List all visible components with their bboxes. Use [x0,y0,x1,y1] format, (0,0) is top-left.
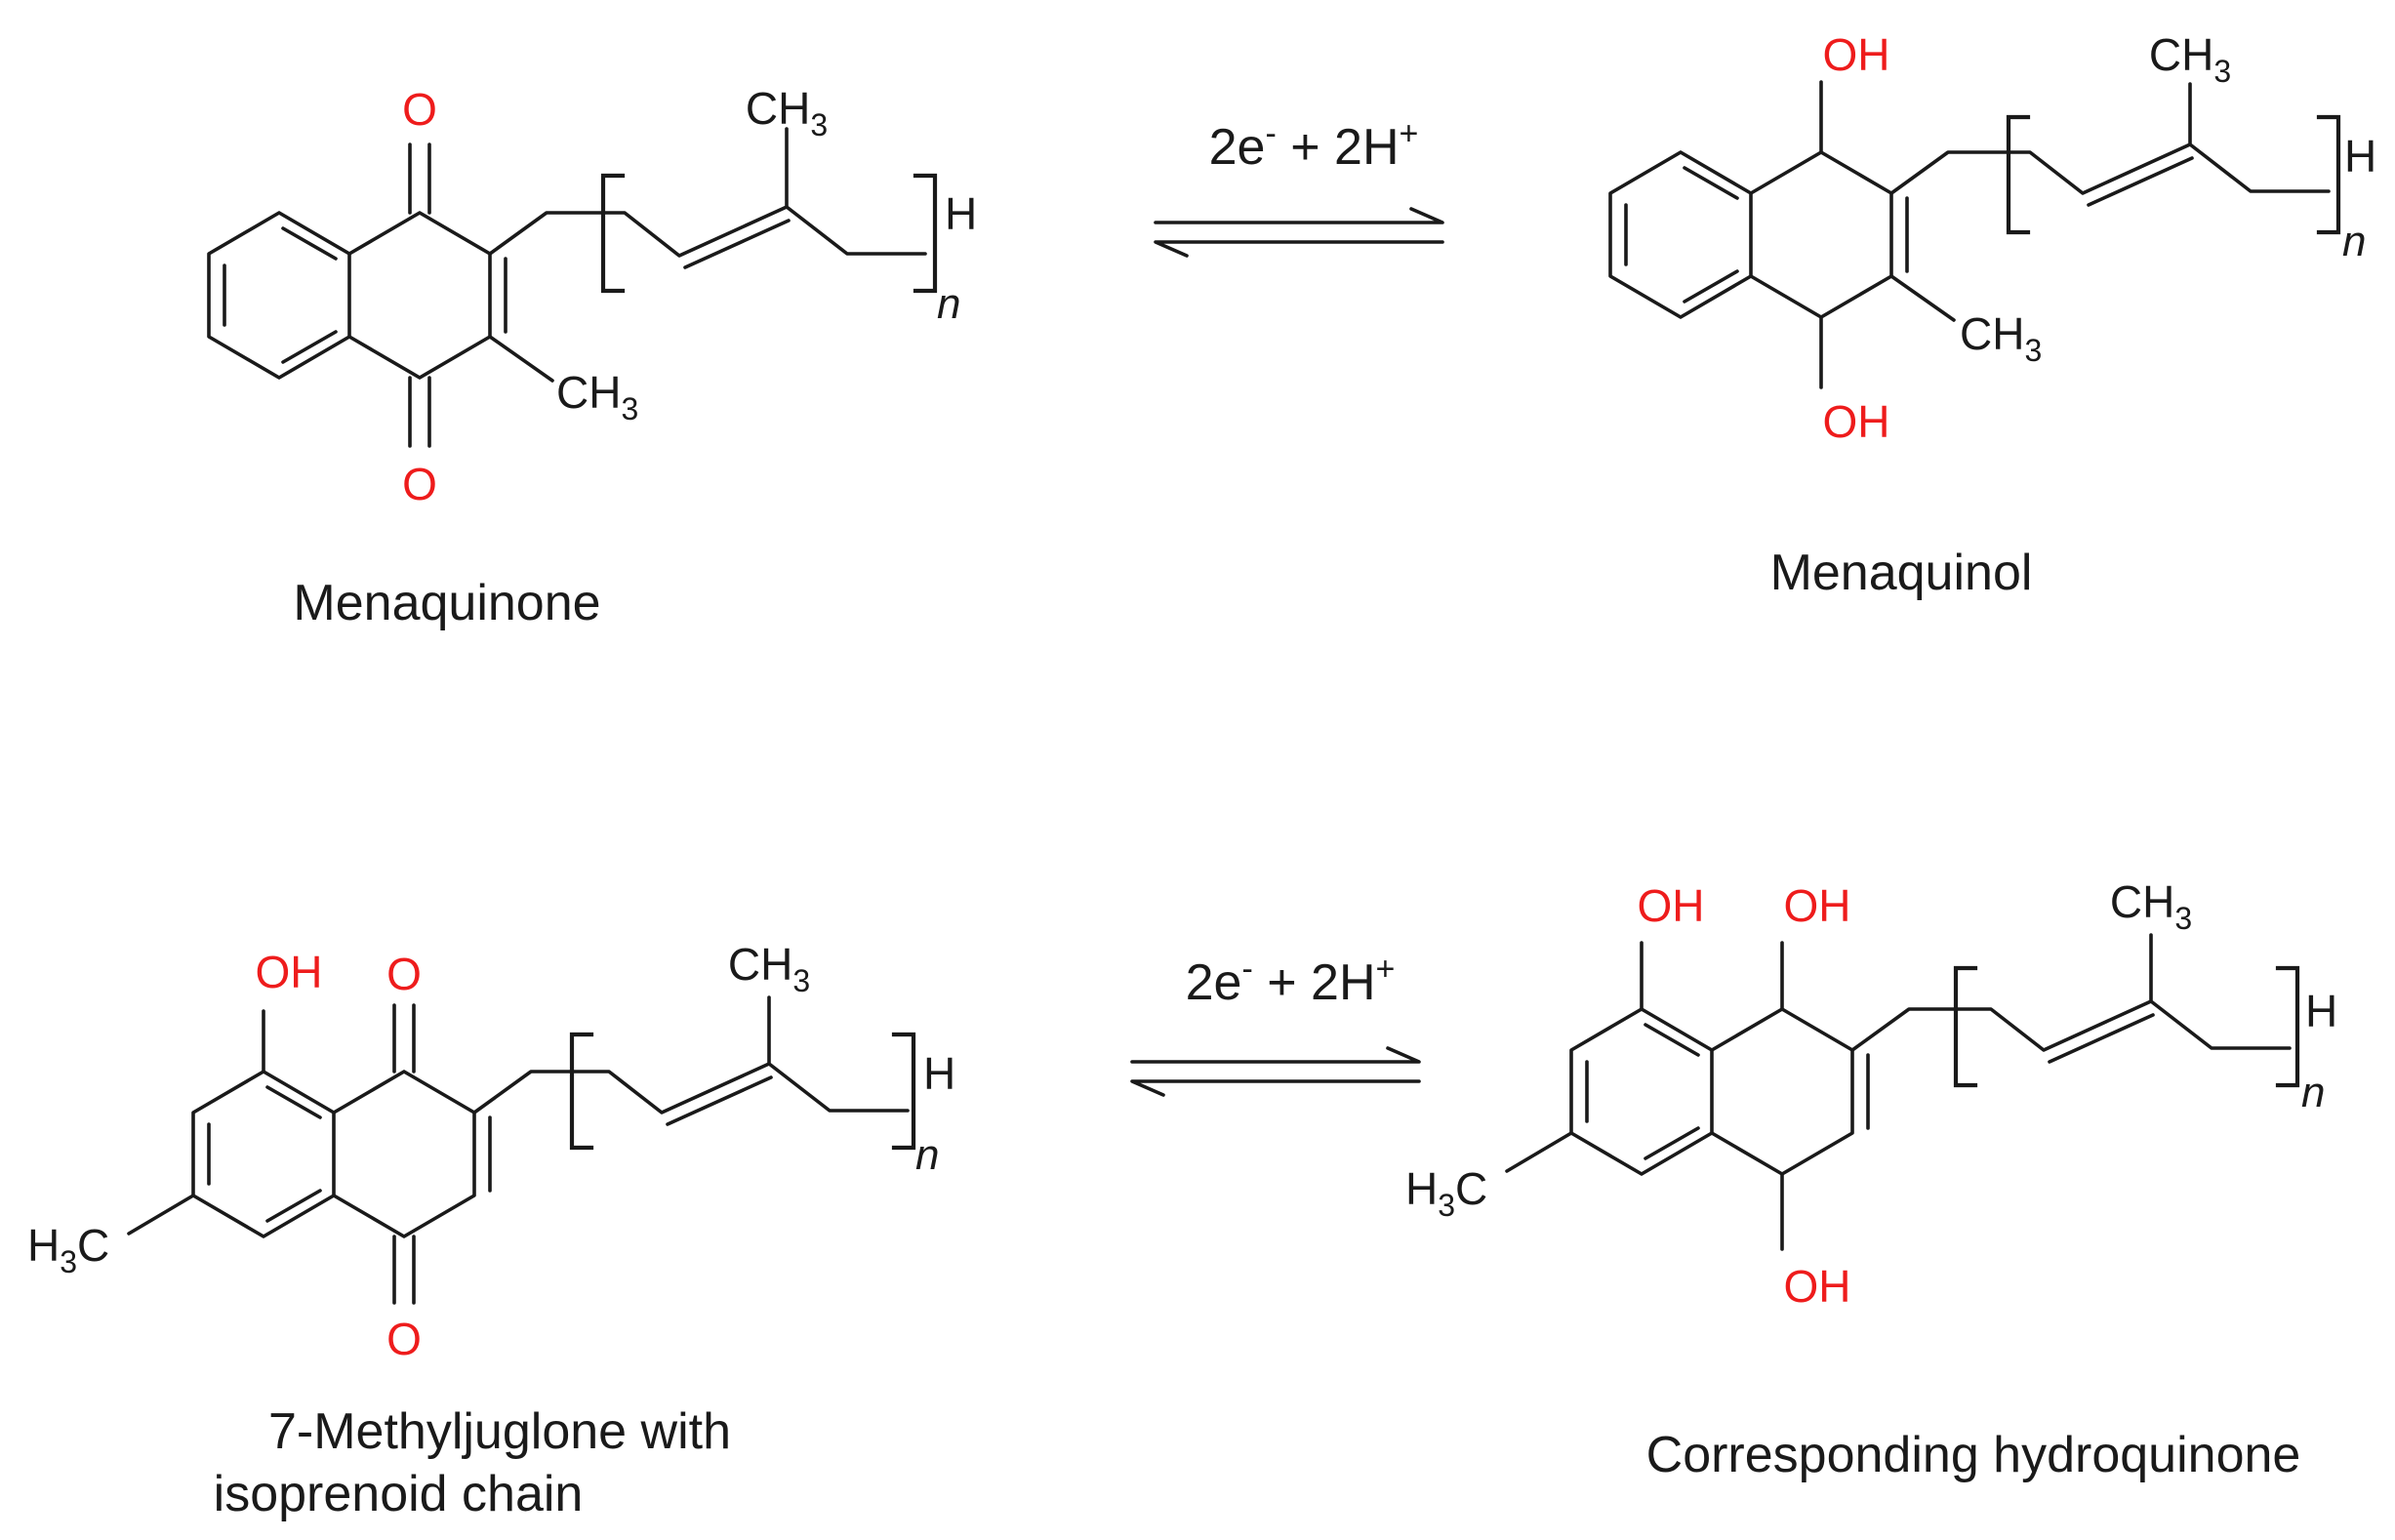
menaquinone-terminal-h: H [945,188,977,239]
hydroquinone-bracket-left [1953,965,1978,1088]
reaction-1-forward-arrow [1154,207,1444,224]
methyljuglone-hydroxyl-label: OH [256,947,323,997]
methyljuglone-oxygen-bottom: O [386,1314,422,1364]
hydroquinone-structure: OH OH OH CH3 H3C H n [1405,876,2337,1312]
hydroquinone-hydroxyl-top-label: OH [1784,880,1851,931]
methyljuglone-carbonyl-bottom [392,1235,416,1305]
menaquinone-ring-methyl: CH3 [556,367,638,426]
methyljuglone-aromatic-ring [191,1070,336,1238]
menaquinol-hydroquinone-ring [1749,150,1909,319]
reaction-2-forward-arrow [1130,1046,1421,1064]
hydroquinone-ring-methyl: H3C [1405,1163,1487,1223]
hydroquinone-chain-methyl: CH3 [2110,876,2192,936]
menaquinone-carbonyl-top [408,142,431,215]
menaquinol-hydroxyl-top-label: OH [1823,29,1890,80]
reaction-1-condition: 2e- + 2H+ [1209,115,1419,176]
menaquinol-repeat-n: n [2342,218,2366,265]
reaction-2-reverse-arrow [1130,1079,1421,1097]
hydroquinone-name: Corresponding hydroquinone [1646,1427,2301,1483]
hydroquinone-hydroxyl-peri-label: OH [1638,880,1705,931]
methyljuglone-quinone-ring [332,1070,492,1238]
menaquinone-bracket-right [913,173,938,294]
hydroquinone-reduced-ring [1710,1007,1870,1176]
menaquinone-bracket-left [600,173,626,294]
hydroquinone-terminal-h: H [2305,986,2337,1036]
methyljuglone-methyl-bond [127,1194,195,1236]
menaquinone-repeat-n: n [937,280,960,328]
menaquinol-bracket-left [2006,114,2031,235]
menaquinol-ring-methyl: CH3 [1960,308,2042,368]
methyljuglone-repeat-n: n [915,1131,939,1179]
menaquinol-benzene-ring [1608,150,1753,319]
methyljuglone-ring-methyl: H3C [27,1220,109,1279]
menaquinone-structure: O O CH3 CH3 H n [207,83,977,509]
menaquinone-oxygen-bottom: O [402,459,437,509]
methyljuglone-bracket-left [569,1032,594,1151]
methyljuglone-terminal-h: H [923,1048,955,1099]
methyljuglone-carbonyl-top [392,1003,416,1074]
menaquinol-structure: OH OH CH3 CH3 H n [1608,29,2376,447]
menaquinol-isoprenoid-chain [1889,82,2331,207]
menaquinol-hydroxyl-bottom-label: OH [1823,396,1890,447]
reaction-2-condition: 2e- + 2H+ [1186,951,1396,1011]
hydroquinone-aromatic-ring [1569,1007,1714,1176]
methyljuglone-structure: OH O O CH3 H3C H n [27,939,955,1364]
methyljuglone-oxygen-top: O [386,949,422,999]
menaquinone-carbonyl-bottom [408,376,431,448]
menaquinol-bracket-right [2316,114,2341,235]
menaquinone-benzene-ring [207,211,351,380]
menaquinone-name: Menaquinone [293,575,600,631]
methyljuglone-name-line-2: isoprenoid chain [214,1466,584,1522]
menaquinol-methyl-bond [1889,274,1956,322]
hydroquinone-isoprenoid-chain [1850,933,2292,1064]
menaquinol-name: Menaquinol [1770,545,2033,601]
methyljuglone-isoprenoid-chain [472,995,910,1126]
hydroquinone-hydroxyl-bottom-label: OH [1784,1261,1851,1312]
menaquinol-chain-methyl: CH3 [2149,29,2231,89]
methyljuglone-bracket-right [891,1032,916,1151]
menaquinone-methyl-bond [488,335,554,383]
menaquinone-quinone-ring [347,211,507,380]
menaquinone-oxygen-top: O [402,84,437,135]
menaquinol-terminal-h: H [2344,131,2376,182]
hydroquinone-methyl-bond [1505,1131,1573,1173]
methyljuglone-chain-methyl: CH3 [728,939,810,998]
menaquinone-chain-methyl: CH3 [746,83,828,142]
reaction-1-reverse-arrow [1154,240,1444,258]
menaquinone-isoprenoid-chain [488,127,927,269]
methyljuglone-name-line-1: 7-Methyljuglone with [268,1403,731,1460]
hydroquinone-repeat-n: n [2301,1069,2325,1116]
hydroquinone-bracket-right [2275,965,2300,1088]
